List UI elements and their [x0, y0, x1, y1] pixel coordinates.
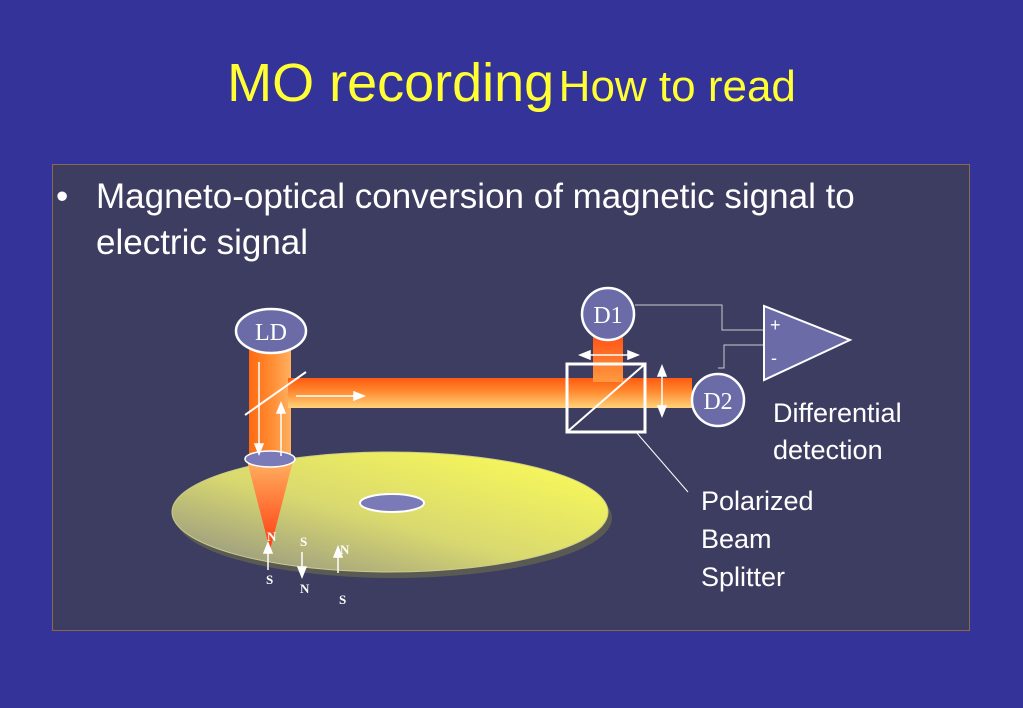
- detector-d1-label: D1: [593, 303, 622, 329]
- differential-label-line1: Differential: [773, 398, 902, 428]
- domain-label: N: [267, 529, 277, 544]
- polarization-arrows-laser: [253, 362, 367, 457]
- domain-label: S: [339, 592, 346, 607]
- magnetic-domains: [262, 540, 344, 580]
- detector-d2: D2: [690, 372, 746, 428]
- amp-minus-sign: -: [771, 348, 777, 368]
- disk-center-hole: [359, 493, 425, 513]
- objective-lens: [244, 450, 296, 468]
- bullet-item: • Magneto-optical conversion of magnetic…: [56, 174, 966, 266]
- detector-d2-label: D2: [703, 389, 732, 415]
- amp-plus-sign: +: [770, 315, 781, 335]
- domain-label: S: [300, 534, 307, 549]
- splitter-pointer-line: [635, 431, 689, 493]
- domain-label: N: [340, 542, 350, 557]
- title-main: MO recording: [227, 53, 555, 113]
- polarization-arrows-splitter: [577, 349, 668, 419]
- title-sub: How to read: [558, 62, 796, 111]
- splitter-label-line3: Splitter: [701, 562, 785, 592]
- amplifier-wires: [635, 304, 764, 369]
- laser-diode-label: LD: [255, 320, 287, 346]
- splitter-label-line2: Beam: [701, 524, 772, 554]
- half-mirror: [244, 371, 307, 416]
- detector-d1: D1: [580, 286, 636, 342]
- slide-title: MO recording How to read: [0, 52, 1023, 114]
- laser-diode: LD: [234, 307, 308, 355]
- focused-beam-cone: [247, 461, 293, 550]
- domain-labels: N S S N N S: [266, 529, 350, 607]
- differential-label-line2: detection: [773, 435, 883, 465]
- optical-disk: [171, 451, 612, 578]
- domain-label: N: [300, 581, 310, 596]
- bullet-marker: •: [56, 177, 69, 216]
- differential-amplifier: + -: [763, 304, 853, 382]
- domain-label: S: [266, 572, 273, 587]
- polarized-beam-splitter: [565, 362, 647, 434]
- bullet-text: Magneto-optical conversion of magnetic s…: [96, 177, 855, 262]
- reflected-beam-horizontal: [288, 378, 692, 408]
- splitter-label-line1: Polarized: [701, 486, 814, 516]
